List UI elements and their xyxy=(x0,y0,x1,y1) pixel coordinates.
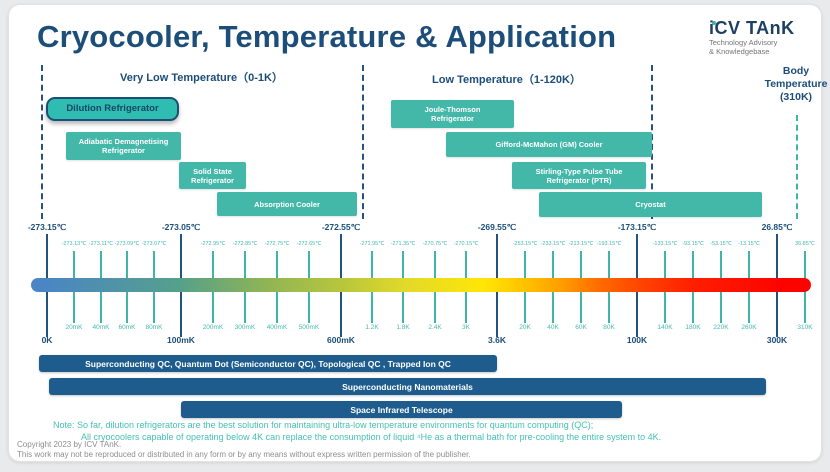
cooler-gifford-mcmahon-cooler: Gifford-McMahon (GM) Cooler xyxy=(446,132,652,157)
copyright-line-1: Copyright 2023 by ICV TAnK. xyxy=(17,440,122,449)
section-label-low-temperature: Low Temperature（1-120K） xyxy=(432,74,581,86)
body-temp-line2: Temperature xyxy=(764,78,828,90)
cooler-absorption-cooler: Absorption Cooler xyxy=(217,192,357,216)
celsius-minor-label: -133.15℃ xyxy=(652,241,678,247)
celsius-major-label: -269.55℃ xyxy=(477,222,517,232)
kelvin-minor-label: 60K xyxy=(575,324,587,331)
body-temp-line3: (310K) xyxy=(779,91,813,103)
celsius-major-label: -273.15℃ xyxy=(27,222,67,232)
cooler-stirling-pulse-tube-refrigerator: Stirling-Type Pulse Tube Refrigerator (P… xyxy=(512,162,646,189)
celsius-major-label: -173.15℃ xyxy=(617,222,657,232)
kelvin-minor-label: 80K xyxy=(603,324,615,331)
section-label-very-low-temperature: Very Low Temperature（0-1K） xyxy=(119,72,283,84)
cooler-adiabatic-demagnetising-refrigerator: Adiabatic Demagnetising Refrigerator xyxy=(66,132,181,160)
celsius-minor-label: -93.15℃ xyxy=(682,241,704,247)
kelvin-minor-label: 400mK xyxy=(266,324,288,331)
celsius-minor-label: 36.85℃ xyxy=(795,241,815,247)
section-label-body-temperature: Body Temperature (310K) xyxy=(761,65,830,104)
celsius-minor-label: -233.15℃ xyxy=(540,241,566,247)
kelvin-minor-label: 500mK xyxy=(298,324,320,331)
kelvin-minor-label: 1.8K xyxy=(396,324,410,331)
kelvin-minor-label: 200mK xyxy=(202,324,224,331)
brand-tagline-2: & Knowledgebase xyxy=(709,47,770,56)
page-title: Cryocooler, Temperature & Application xyxy=(37,19,617,54)
kelvin-minor-label: 80mK xyxy=(145,324,163,331)
kelvin-major-label: 0K xyxy=(41,335,53,345)
kelvin-minor-label: 3K xyxy=(462,324,470,331)
cooler-joule-thomson-refrigerator: Joule-Thomson Refrigerator xyxy=(391,100,514,128)
celsius-minor-label: -271.35℃ xyxy=(390,241,416,247)
kelvin-minor-label: 20mK xyxy=(65,324,83,331)
celsius-minor-label: -272.95℃ xyxy=(200,241,226,247)
celsius-major-label: -273.05℃ xyxy=(161,222,201,232)
kelvin-minor-label: 1.2K xyxy=(365,324,379,331)
note-line-2: All cryocoolers capable of operating bel… xyxy=(81,432,662,442)
cooler-cryostat: Cryostat xyxy=(539,192,762,217)
kelvin-minor-label: 220K xyxy=(713,324,729,331)
celsius-major-label: -272.55℃ xyxy=(321,222,361,232)
cooler-dilution-refrigerator: Dilution Refrigerator xyxy=(46,97,179,121)
kelvin-minor-label: 20K xyxy=(519,324,531,331)
celsius-minor-label: -272.65℃ xyxy=(296,241,322,247)
kelvin-minor-label: 300mK xyxy=(234,324,256,331)
body-temp-line1: Body xyxy=(782,65,810,77)
copyright-line-2: This work may not be reproduced or distr… xyxy=(17,450,471,459)
body-temp-divider xyxy=(796,115,798,219)
celsius-minor-label: -253.15℃ xyxy=(512,241,538,247)
kelvin-minor-label: 60mK xyxy=(118,324,136,331)
section-divider-mid xyxy=(362,65,364,219)
kelvin-minor-label: 180K xyxy=(685,324,701,331)
kelvin-minor-label: 140K xyxy=(657,324,673,331)
section-divider-right xyxy=(651,65,653,219)
celsius-minor-label: -271.95℃ xyxy=(359,241,385,247)
celsius-minor-label: -213.15℃ xyxy=(568,241,594,247)
logo-i-dot xyxy=(711,21,716,25)
brand-logo-name: iCV TAnK xyxy=(709,18,795,38)
celsius-minor-label: -272.85℃ xyxy=(232,241,258,247)
brand-logo: iCV TAnK Technology Advisory & Knowledge… xyxy=(709,18,827,56)
application-bar-superconducting-nanomaterials: Superconducting Nanomaterials xyxy=(49,378,766,395)
brand-tagline-1: Technology Advisory xyxy=(709,38,778,47)
celsius-minor-label: -270.15℃ xyxy=(453,241,479,247)
kelvin-major-label: 100mK xyxy=(167,335,195,345)
celsius-minor-label: -53.15℃ xyxy=(710,241,732,247)
infographic-card: Cryocooler, Temperature & Application iC… xyxy=(8,4,827,462)
celsius-minor-label: -272.75℃ xyxy=(264,241,290,247)
celsius-minor-label: -193.15℃ xyxy=(596,241,622,247)
section-divider-left xyxy=(41,65,43,219)
celsius-major-label: 26.85℃ xyxy=(761,222,793,232)
kelvin-major-label: 100K xyxy=(626,335,648,345)
kelvin-minor-label: 40mK xyxy=(92,324,110,331)
celsius-minor-label: -270.75℃ xyxy=(422,241,448,247)
note-line-1: Note: So far, dilution refrigerators are… xyxy=(53,420,594,430)
kelvin-minor-label: 310K xyxy=(797,324,813,331)
temperature-gradient-bar xyxy=(31,278,811,292)
cooler-solid-state-refrigerator: Solid State Refrigerator xyxy=(179,162,246,189)
celsius-minor-label: -273.13℃ xyxy=(61,241,87,247)
celsius-minor-label: -273.11℃ xyxy=(88,241,114,247)
application-bar-quantum-computing: Superconducting QC, Quantum Dot (Semicon… xyxy=(39,355,497,372)
celsius-minor-label: -273.09℃ xyxy=(114,241,140,247)
kelvin-major-label: 600mK xyxy=(327,335,355,345)
celsius-minor-label: -13.15℃ xyxy=(738,241,760,247)
kelvin-minor-label: 260K xyxy=(741,324,757,331)
celsius-minor-label: -273.07℃ xyxy=(141,241,167,247)
kelvin-minor-label: 40K xyxy=(547,324,559,331)
kelvin-minor-label: 2.4K xyxy=(428,324,442,331)
kelvin-major-label: 300K xyxy=(766,335,788,345)
kelvin-major-label: 3.6K xyxy=(488,335,506,345)
application-bar-space-infrared-telescope: Space Infrared Telescope xyxy=(181,401,622,418)
